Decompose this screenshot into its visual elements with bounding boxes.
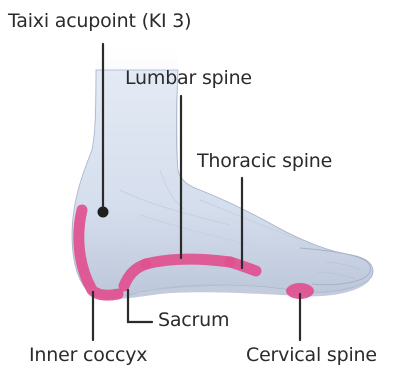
thoracic-spine-label: Thoracic spine xyxy=(197,152,332,171)
inner-coccyx-label: Inner coccyx xyxy=(29,346,147,365)
lumbar-spine-zone xyxy=(146,259,230,264)
taixi-acupoint-label: Taixi acupoint (KI 3) xyxy=(8,12,191,31)
sacrum-label: Sacrum xyxy=(158,311,229,330)
lumbar-spine-label: Lumbar spine xyxy=(125,69,252,88)
cervical-spine-label: Cervical spine xyxy=(246,346,377,365)
taixi-acupoint-dot xyxy=(98,207,109,218)
